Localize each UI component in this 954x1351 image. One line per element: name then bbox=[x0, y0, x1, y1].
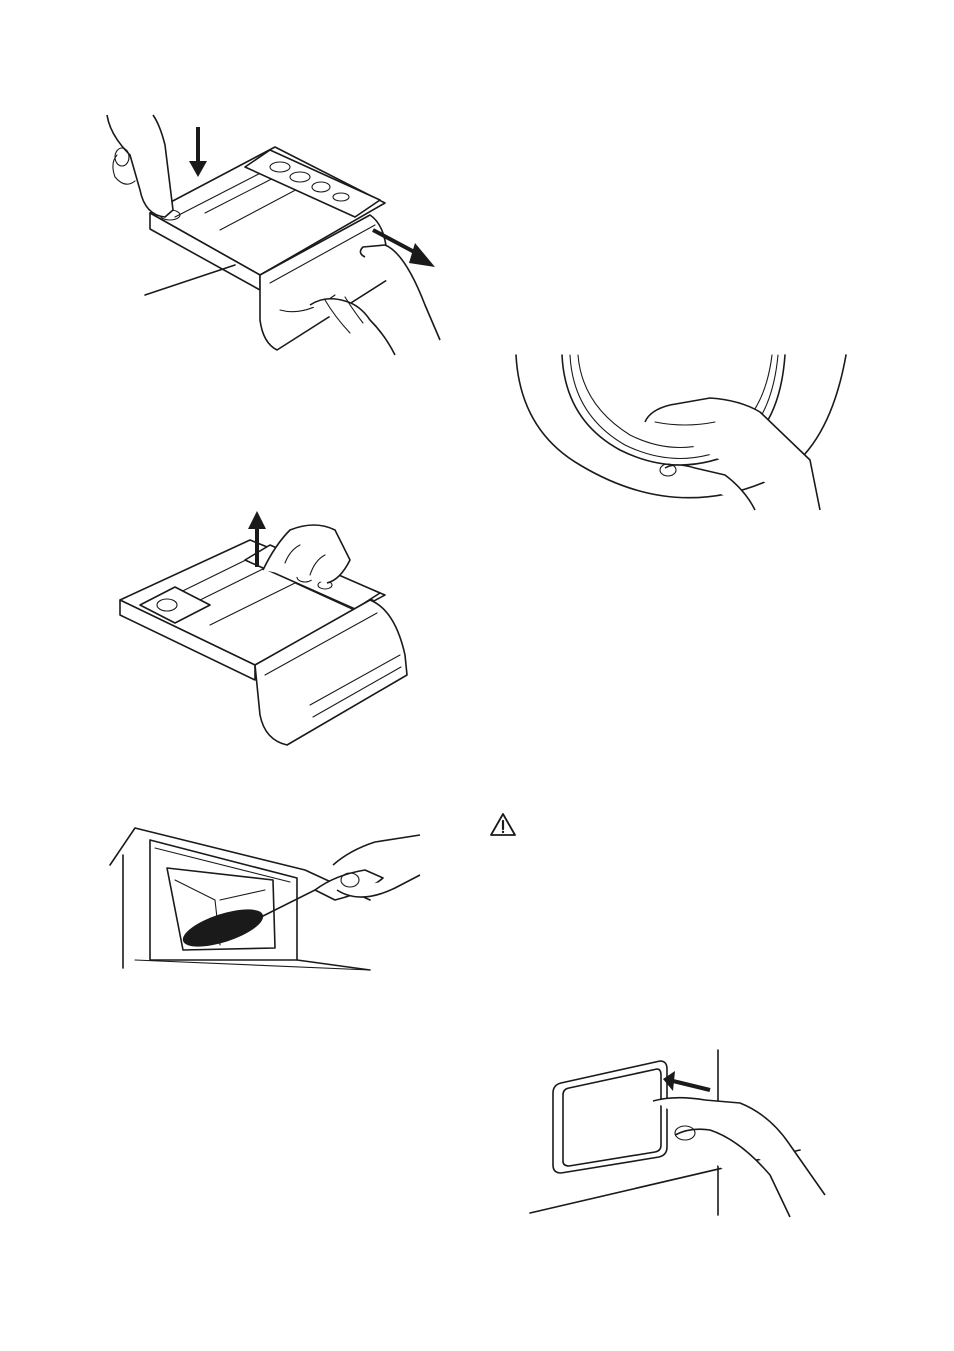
recess-brush-illustration bbox=[105, 820, 425, 980]
filter-door-illustration bbox=[525, 1045, 835, 1220]
warning-triangle-icon bbox=[489, 812, 517, 838]
siphon-remove-illustration bbox=[115, 505, 415, 760]
door-seal-illustration bbox=[510, 350, 850, 520]
dispenser-release-illustration bbox=[95, 105, 445, 365]
